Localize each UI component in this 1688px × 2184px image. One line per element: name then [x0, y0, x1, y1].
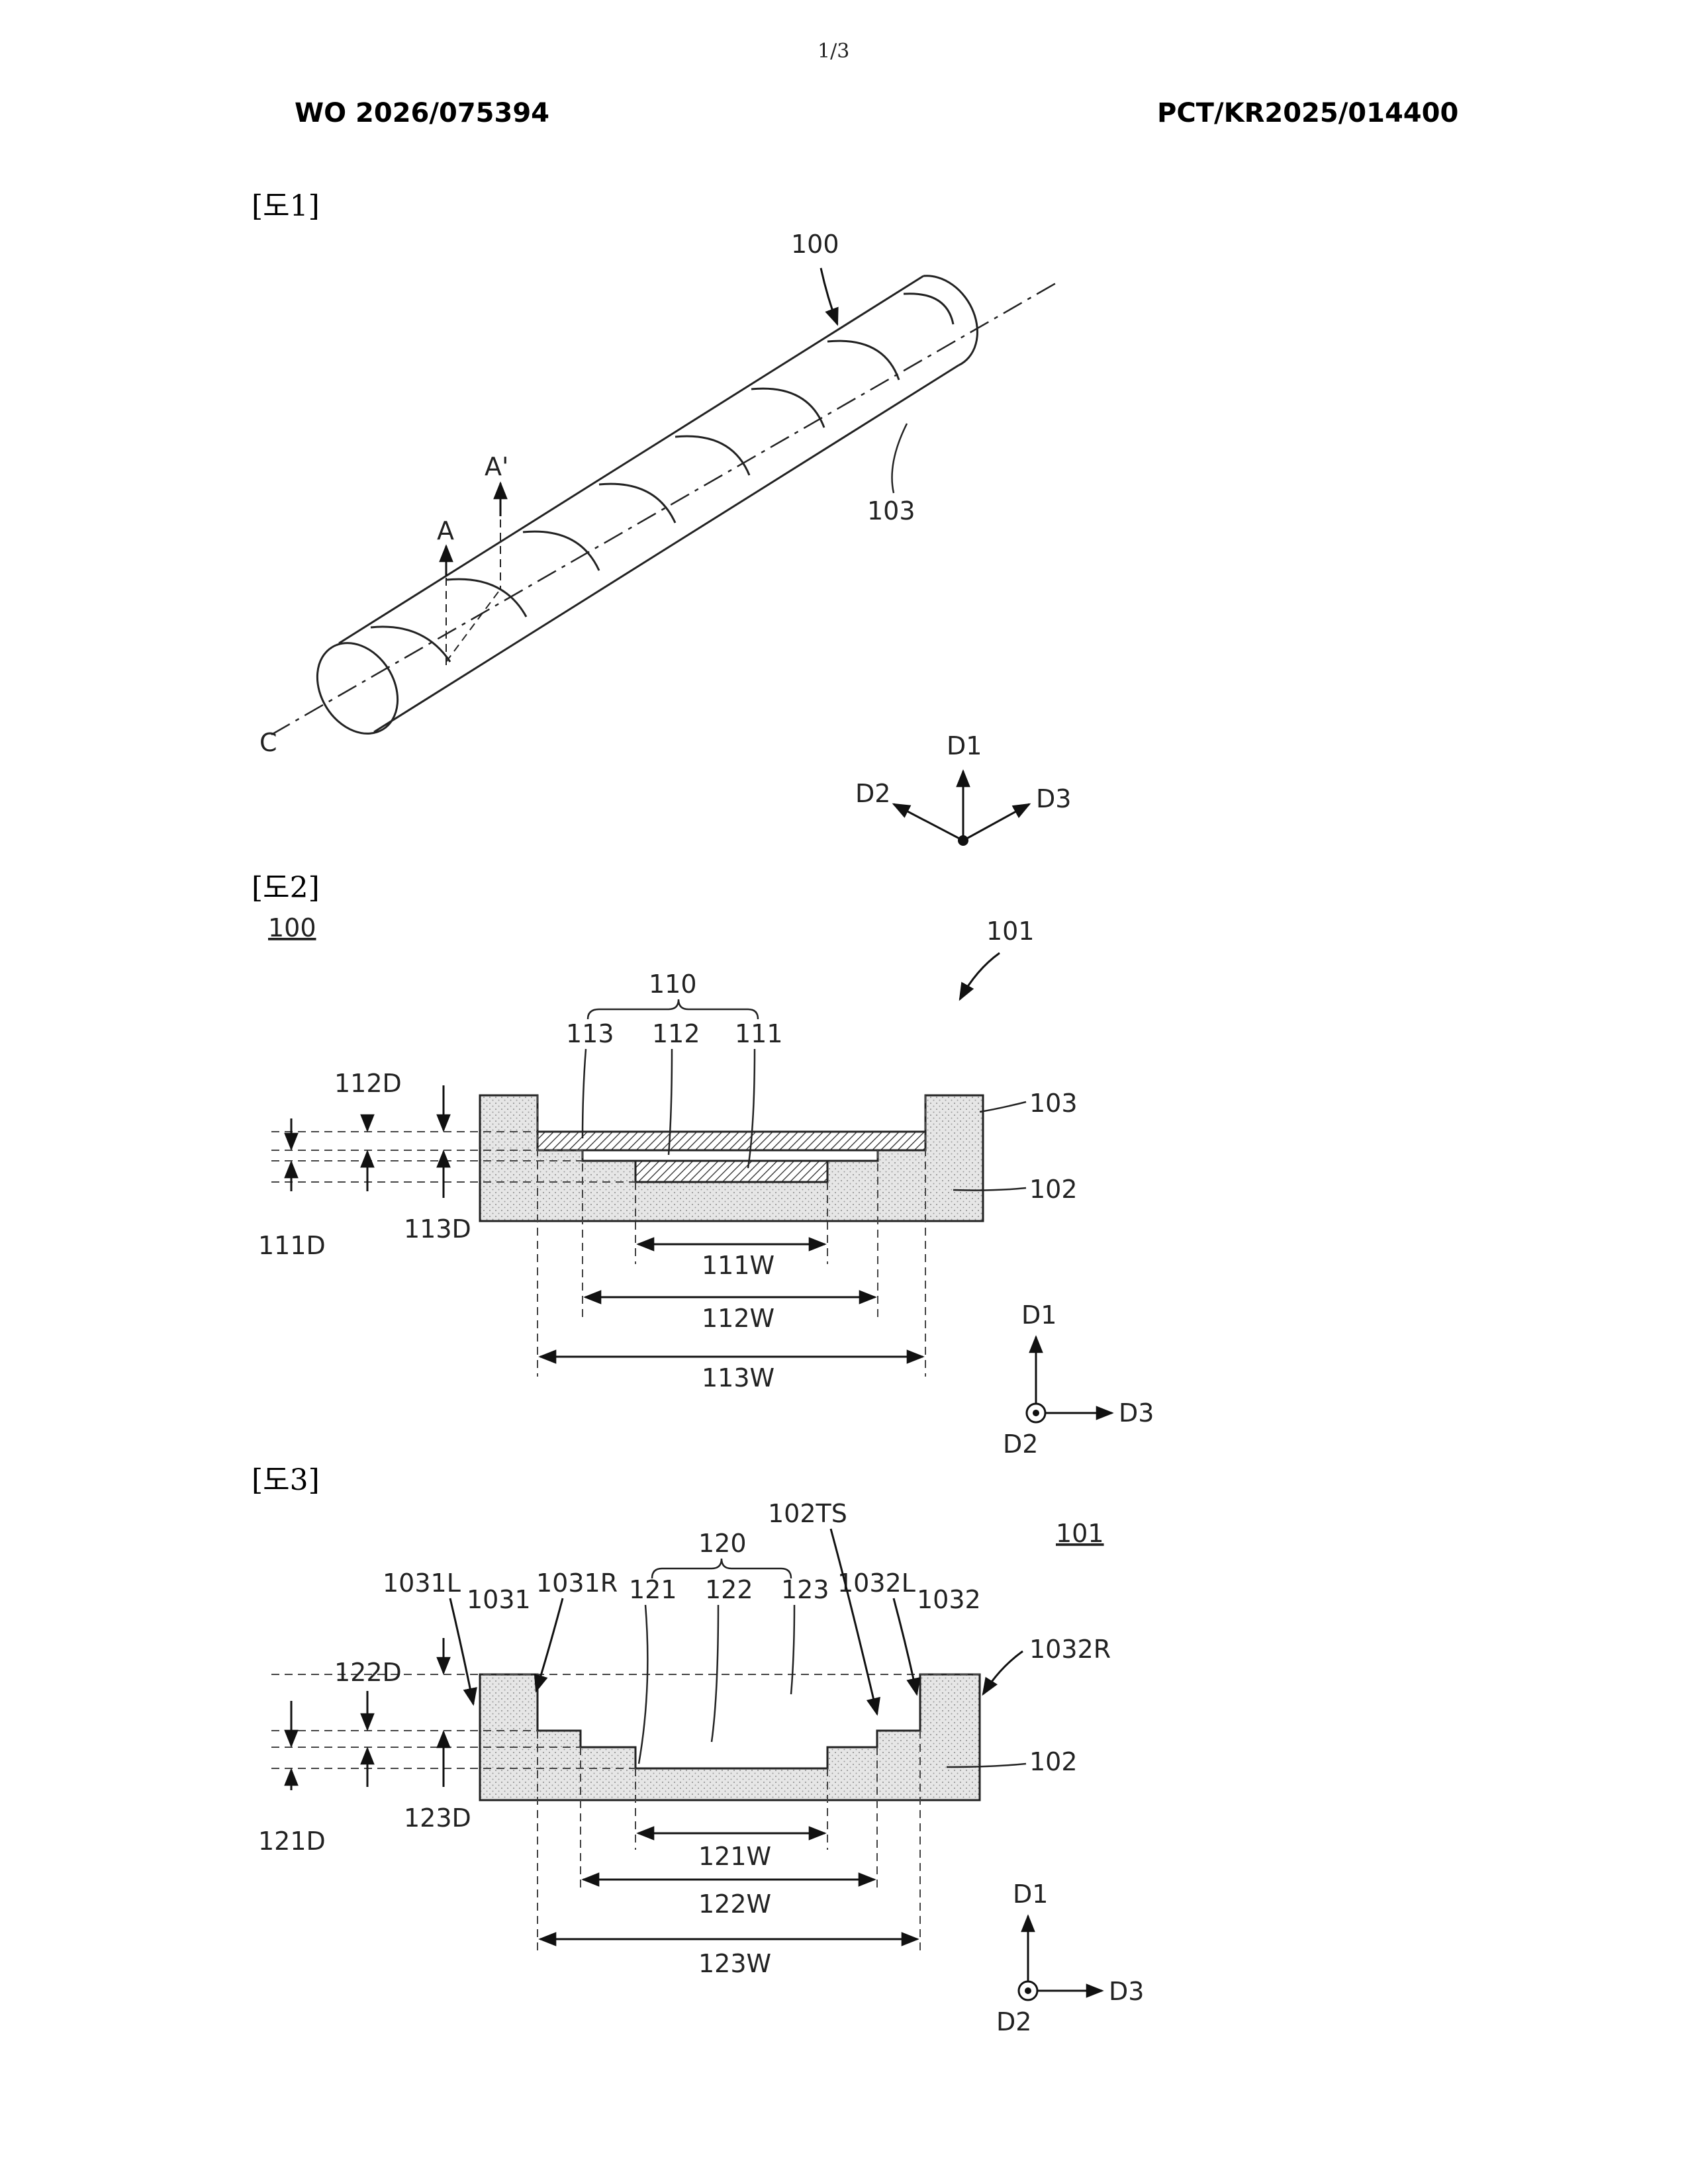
fig1-leader-103 [892, 424, 908, 493]
fig2-label-113d: 113D [404, 1214, 471, 1244]
fig2-label-102: 102 [1029, 1175, 1078, 1204]
fig2-brace-110 [588, 999, 758, 1019]
fig2-cross-section [480, 1095, 983, 1221]
fig2-label-112w: 112W [702, 1304, 774, 1333]
fig2-label-112: 112 [652, 1019, 700, 1048]
fig3-label-102ts: 102TS [768, 1499, 847, 1528]
fig3-label-1031: 1031 [467, 1585, 531, 1614]
fig1-direction-indicator [894, 771, 1029, 846]
fig3-label-120: 120 [698, 1529, 747, 1558]
fig3-label-121: 121 [629, 1575, 677, 1604]
fig3-label-d2: D2 [996, 2007, 1031, 2036]
fig2-label-112d: 112D [334, 1069, 402, 1098]
fig3-label-122d: 122D [334, 1658, 402, 1687]
fig2-label-111w: 111W [702, 1251, 774, 1280]
fig1-leader-100 [821, 268, 837, 324]
fig2-layer-111 [635, 1161, 827, 1182]
fig3-label-123w: 123W [698, 1949, 771, 1978]
fig2-label-111d: 111D [258, 1231, 326, 1260]
fig1-label-103: 103 [867, 496, 915, 525]
fig3-label-122w: 122W [698, 1889, 771, 1919]
fig2-layer-112 [583, 1150, 878, 1161]
fig2-label-d1: D1 [1021, 1300, 1056, 1330]
fig3-dimension-guides [271, 1674, 980, 1952]
fig2-label-110: 110 [649, 970, 697, 999]
fig2-layer-113 [538, 1132, 925, 1150]
fig3-label-1032: 1032 [917, 1585, 981, 1614]
fig3-label-101: 101 [1056, 1519, 1104, 1548]
fig1-label-d1: D1 [947, 731, 982, 760]
fig2-label-113: 113 [566, 1019, 614, 1048]
fig3-label-121w: 121W [698, 1842, 771, 1871]
fig2-label-d3: D3 [1119, 1398, 1154, 1428]
fig3-label-1031r: 1031R [536, 1569, 618, 1598]
fig2-label-111: 111 [735, 1019, 783, 1048]
fig1-cylinder [271, 276, 1059, 749]
fig2-label-100: 100 [268, 913, 316, 942]
fig2-leader-101 [960, 953, 1000, 999]
fig3-label-d1: D1 [1013, 1880, 1048, 1909]
fig3-label-1032l: 1032L [837, 1569, 915, 1598]
fig2-label-103: 103 [1029, 1089, 1078, 1118]
fig3-label-d3: D3 [1109, 1977, 1144, 2006]
fig1-label-100: 100 [791, 230, 839, 259]
fig2-direction-indicator [1027, 1337, 1112, 1422]
fig1-label-a-prime: A' [485, 452, 508, 481]
fig1-label-d2: D2 [855, 779, 890, 808]
fig3-cross-section [480, 1674, 980, 1800]
fig1-label-c: C [259, 728, 277, 757]
fig3-label-1031l: 1031L [383, 1569, 461, 1598]
fig3-label-122: 122 [705, 1575, 753, 1604]
fig1-label-d3: D3 [1036, 784, 1071, 813]
fig3-label-102: 102 [1029, 1747, 1078, 1776]
fig3-label-123d: 123D [404, 1803, 471, 1833]
fig3-label-1032r: 1032R [1029, 1635, 1111, 1664]
fig3-label-123: 123 [781, 1575, 829, 1604]
fig3-label-121d: 121D [258, 1827, 326, 1856]
fig2-label-d2: D2 [1003, 1430, 1038, 1459]
fig2-label-101: 101 [986, 917, 1035, 946]
fig2-label-113w: 113W [702, 1363, 774, 1392]
fig3-direction-indicator [1019, 1916, 1102, 2000]
fig1-label-a: A [437, 516, 454, 545]
